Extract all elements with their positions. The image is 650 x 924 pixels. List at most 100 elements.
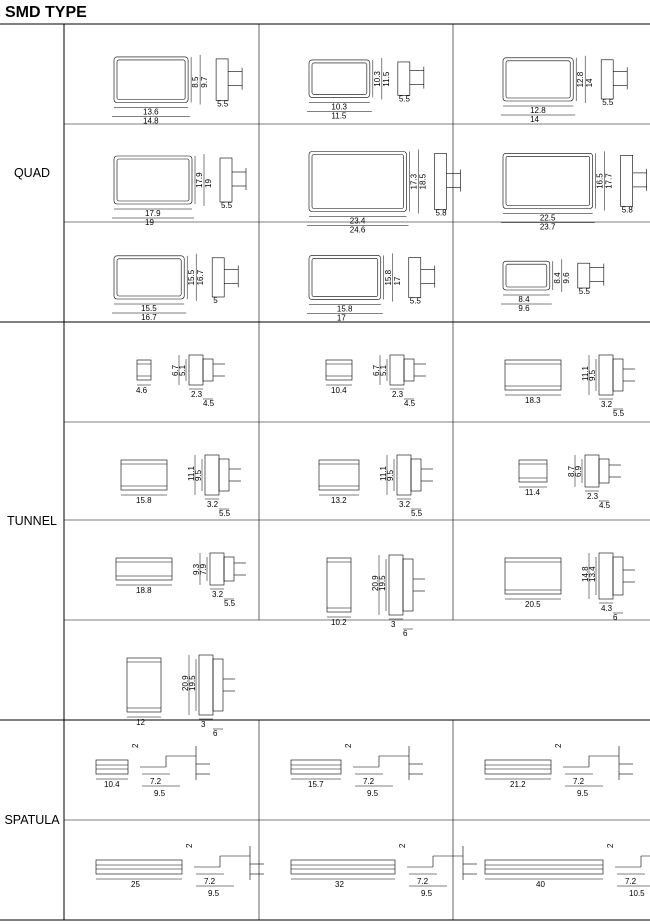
dim-inner-height: 7.9 xyxy=(199,563,208,575)
dim-inner-height: 9.5 xyxy=(386,469,395,481)
dim-inner-height: 10.3 xyxy=(373,71,382,87)
quad-tip-outline xyxy=(502,153,593,209)
dim-step: 2.3 xyxy=(587,492,599,501)
tunnel-tip-side-view xyxy=(598,552,614,600)
quad-tip-outline xyxy=(308,59,371,98)
dim-outer-height: 6.7 xyxy=(171,364,180,376)
dim-outer-height: 16.7 xyxy=(196,269,205,285)
dim-outer-width: 16.7 xyxy=(141,313,157,322)
dim-outer-height: 6.7 xyxy=(372,364,381,376)
dim-total-length: 10.5 xyxy=(629,889,645,898)
dim-inner-height: 19.5 xyxy=(378,575,387,591)
dim-depth: 6 xyxy=(613,613,618,622)
group-label-quad: QUAD xyxy=(13,166,51,180)
dim-outer-height: 19 xyxy=(204,179,213,188)
dim-inner-height: 8.4 xyxy=(553,272,562,284)
tunnel-tip-side-view xyxy=(198,654,214,716)
dim-outer-width: 11.5 xyxy=(331,111,347,120)
dim-depth: 5.5 xyxy=(613,409,625,418)
dim-step-length: 7.2 xyxy=(204,877,216,886)
dim-step: 3.2 xyxy=(212,590,224,599)
dim-outer-height: 11.5 xyxy=(382,71,391,87)
dim-tunnel-width: 10.2 xyxy=(331,618,347,627)
group-label-spatula: SPATULA xyxy=(4,813,60,827)
tunnel-tip-front xyxy=(115,557,173,581)
dim-side-width: 5.8 xyxy=(622,206,634,215)
dim-tunnel-width: 10.4 xyxy=(331,386,347,395)
dim-side-width: 5.5 xyxy=(410,297,422,306)
tunnel-tip-step xyxy=(612,556,624,596)
tunnel-tip-front xyxy=(126,657,162,713)
dim-outer-height: 11.1 xyxy=(187,465,196,481)
quad-tip-side-view xyxy=(600,59,614,100)
quad-tip-inner xyxy=(116,158,190,202)
tip-drawing: 13.211.19.53.25.5 xyxy=(318,454,433,518)
tunnel-tip-front xyxy=(325,359,353,381)
spatula-blade xyxy=(95,859,183,875)
tunnel-tip-side-view xyxy=(188,354,204,386)
dim-tunnel-width: 20.5 xyxy=(525,600,541,609)
dim-step: 3.2 xyxy=(207,500,219,509)
dim-step-length: 7.2 xyxy=(573,777,585,786)
dim-total-length: 9.5 xyxy=(208,889,220,898)
quad-tip-inner xyxy=(116,258,182,297)
tunnel-tip-step xyxy=(403,358,415,382)
dim-outer-height: 9.6 xyxy=(562,272,571,284)
quad-tip-outline xyxy=(113,56,189,103)
tunnel-tip-front xyxy=(504,359,562,391)
quad-tip-side-view xyxy=(620,155,634,207)
tunnel-tip-front xyxy=(518,459,548,483)
dim-blade-width: 15.7 xyxy=(308,780,324,789)
dim-thickness: 2 xyxy=(606,843,615,848)
dim-outer-height: 17.7 xyxy=(605,173,614,189)
tip-drawing: 15.727.29.5 xyxy=(290,743,423,798)
quad-tip-inner xyxy=(505,263,548,288)
tunnel-tip-side-view xyxy=(204,454,220,496)
tunnel-tip-front xyxy=(120,459,168,491)
dim-total-length: 9.5 xyxy=(154,789,166,798)
dim-step: 2.3 xyxy=(191,390,203,399)
tunnel-tip-side-view xyxy=(209,552,225,586)
dim-side-width: 5.8 xyxy=(436,209,448,218)
dim-inner-width: 13.6 xyxy=(143,108,159,117)
quad-tip-inner xyxy=(311,62,368,95)
tunnel-tip-side-view xyxy=(389,354,405,386)
dim-tunnel-width: 18.8 xyxy=(136,586,152,595)
dim-inner-height: 16.5 xyxy=(596,173,605,189)
dim-inner-height: 19.5 xyxy=(188,675,197,691)
dim-inner-height: 9.5 xyxy=(194,469,203,481)
tunnel-tip-step xyxy=(218,458,230,492)
dim-blade-width: 32 xyxy=(335,880,344,889)
quad-tip-outline xyxy=(113,255,185,300)
tip-drawing: 10.220.919.536 xyxy=(326,554,425,638)
quad-tip-outline xyxy=(502,57,574,102)
tip-drawing: 20.514.813.44.36 xyxy=(504,552,635,622)
tunnel-tip-front xyxy=(326,557,352,613)
quad-tip-inner xyxy=(311,154,404,209)
dim-inner-height: 17.3 xyxy=(410,173,419,189)
quad-tip-inner xyxy=(311,258,379,297)
tunnel-tip-step xyxy=(402,558,414,612)
dim-step-length: 7.2 xyxy=(150,777,162,786)
dim-inner-width: 15.8 xyxy=(337,305,353,314)
spatula-blade xyxy=(290,859,396,875)
dim-outer-width: 14 xyxy=(530,115,539,124)
dim-step: 3 xyxy=(201,720,206,729)
dim-inner-height: 5.1 xyxy=(379,364,388,376)
tip-drawing: 18.311.19.53.25.5 xyxy=(504,354,635,418)
dim-inner-width: 10.3 xyxy=(331,102,347,111)
quad-tip-outline xyxy=(308,151,407,212)
dim-outer-height: 8.7 xyxy=(567,465,576,477)
dim-inner-height: 9.5 xyxy=(588,369,597,381)
quad-tip-inner xyxy=(505,60,571,99)
dim-outer-width: 23.7 xyxy=(540,223,556,232)
group-label-tunnel: TUNNEL xyxy=(6,514,58,528)
tunnel-tip-step xyxy=(202,358,214,382)
